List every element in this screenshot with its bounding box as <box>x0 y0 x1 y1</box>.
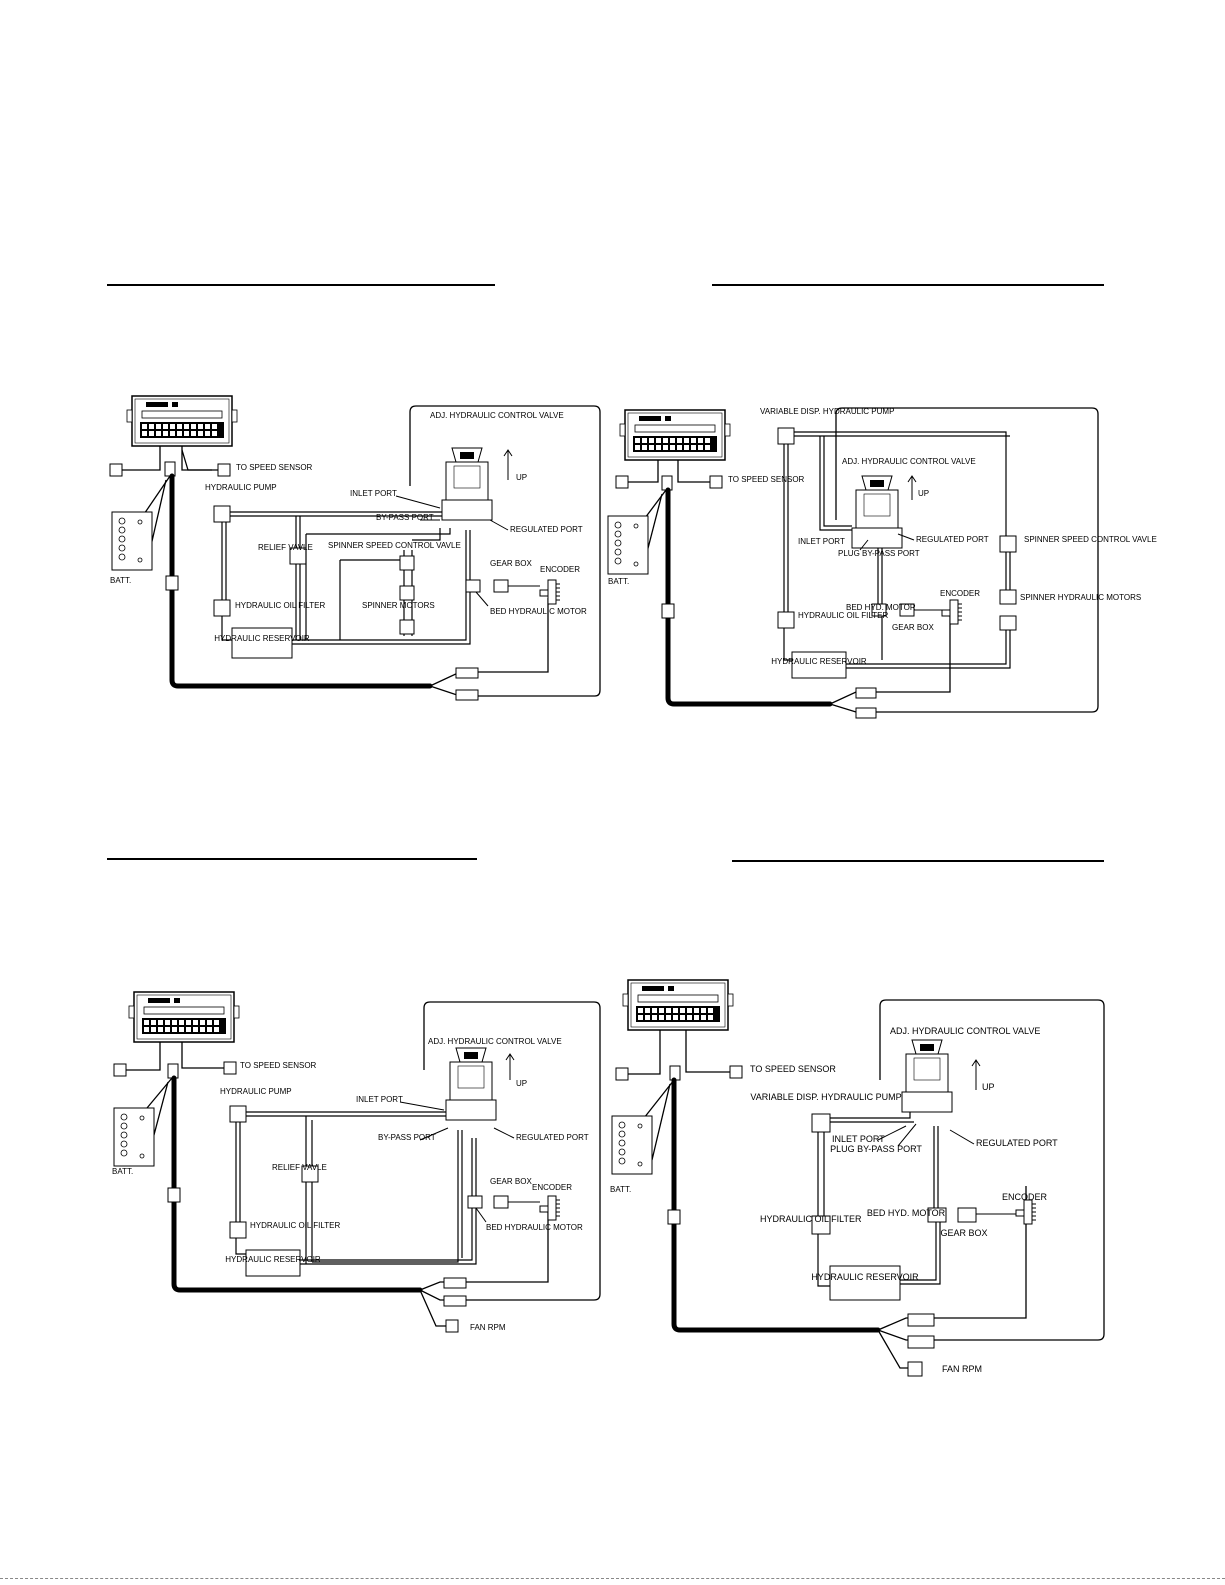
label-variable-pump: VARIABLE DISP. HYDRAULIC PUMP <box>760 407 894 416</box>
label-regulated-port: REGULATED PORT <box>510 525 583 534</box>
connector-icon <box>109 463 123 477</box>
adj-hydraulic-control-valve-icon <box>901 1039 953 1113</box>
label-bed-hydraulic-motor: BED HYDRAULIC MOTOR <box>490 607 587 616</box>
label-up: UP <box>516 473 527 482</box>
label-hydraulic-reservoir: HYDRAULIC RESERVOIR <box>225 1255 321 1264</box>
label-gear-box: GEAR BOX <box>940 1228 987 1238</box>
encoder-icon <box>1015 1199 1037 1225</box>
diagram-4: TO SPEED SENSOR BATT. FAN RPM VARIABLE D… <box>610 979 1105 1377</box>
label-adj-valve: ADJ. HYDRAULIC CONTROL VALVE <box>428 1037 562 1046</box>
label-encoder: ENCODER <box>940 589 980 598</box>
battery-icon <box>111 511 153 571</box>
adj-hydraulic-control-valve-icon <box>445 1047 497 1121</box>
label-bed-hyd-motor: BED HYD. MOTOR <box>846 603 916 612</box>
label-regulated-port: REGULATED PORT <box>916 535 989 544</box>
section-rule-bottom-right <box>732 860 1104 862</box>
battery-icon <box>113 1107 155 1167</box>
speed-sensor-connector-icon <box>217 463 231 477</box>
adj-hydraulic-control-valve-icon <box>851 475 903 549</box>
diagram-2: TO SPEED SENSOR BATT. VARIABLE DISP. HYD… <box>607 407 1157 719</box>
label-spinner-hydraulic-motors: SPINNER HYDRAULIC MOTORS <box>1020 593 1141 602</box>
label-up: UP <box>918 489 929 498</box>
section-rule-top-left <box>107 284 495 286</box>
battery-icon <box>607 515 649 575</box>
hydraulic-pump-icon <box>229 1105 247 1123</box>
label-inlet-port: INLET PORT <box>832 1134 885 1144</box>
variable-pump-icon <box>811 1113 831 1133</box>
control-console-icon <box>622 979 734 1031</box>
label-up: UP <box>982 1082 995 1092</box>
label-hydraulic-pump: HYDRAULIC PUMP <box>205 483 277 492</box>
adj-hydraulic-control-valve-icon <box>441 447 493 521</box>
battery-icon <box>611 1115 653 1175</box>
label-hydraulic-pump: HYDRAULIC PUMP <box>220 1087 292 1096</box>
label-batt: BATT. <box>110 576 131 585</box>
label-hydraulic-oil-filter: HYDRAULIC OIL FILTER <box>798 611 888 620</box>
variable-pump-icon <box>777 427 795 445</box>
label-inlet-port: INLET PORT <box>350 489 397 498</box>
hydraulic-reservoir-icon <box>231 627 293 659</box>
label-bed-hydraulic-motor: BED HYDRAULIC MOTOR <box>486 1223 583 1232</box>
label-to-speed-sensor: TO SPEED SENSOR <box>728 475 805 484</box>
section-rule-top-right <box>712 284 1104 286</box>
label-hydraulic-reservoir: HYDRAULIC RESERVOIR <box>811 1272 919 1282</box>
hydraulic-reservoir-icon <box>245 1249 301 1277</box>
label-spinner-speed-control-valve: SPINNER SPEED CONTROL VAVLE <box>328 541 461 550</box>
label-relief-valve: RELIEF VAVLE <box>258 543 313 552</box>
label-batt: BATT. <box>610 1185 631 1194</box>
label-hydraulic-reservoir: HYDRAULIC RESERVOIR <box>214 634 310 643</box>
section-rule-bottom-left <box>107 858 477 860</box>
hydraulic-reservoir-icon <box>829 1265 901 1301</box>
label-hydraulic-oil-filter: HYDRAULIC OIL FILTER <box>760 1214 862 1224</box>
label-bed-hyd-motor: BED HYD. MOTOR <box>867 1208 946 1218</box>
control-console-icon <box>619 409 731 461</box>
diagram-3: TO SPEED SENSOR BATT. FAN RPM HYDRAULIC … <box>112 991 601 1333</box>
label-plug-bypass-port: PLUG BY-PASS PORT <box>830 1144 922 1154</box>
label-gear-box: GEAR BOX <box>490 559 532 568</box>
label-bypass-port: BY-PASS PORT <box>378 1133 436 1142</box>
label-adj-valve: ADJ. HYDRAULIC CONTROL VALVE <box>430 411 564 420</box>
encoder-icon <box>539 579 561 605</box>
label-batt: BATT. <box>608 577 629 586</box>
hydraulic-reservoir-icon <box>791 651 847 679</box>
label-hydraulic-oil-filter: HYDRAULIC OIL FILTER <box>235 601 325 610</box>
label-to-speed-sensor: TO SPEED SENSOR <box>240 1061 317 1070</box>
label-hydraulic-oil-filter: HYDRAULIC OIL FILTER <box>250 1221 340 1230</box>
label-spinner-speed-control-valve: SPINNER SPEED CONTROL VAVLE <box>1024 535 1157 544</box>
label-adj-valve: ADJ. HYDRAULIC CONTROL VALVE <box>890 1026 1040 1036</box>
label-relief-valve: RELIEF VAVLE <box>272 1163 327 1172</box>
label-gear-box: GEAR BOX <box>892 623 934 632</box>
label-to-speed-sensor: TO SPEED SENSOR <box>236 463 313 472</box>
page-bottom-rule <box>0 1578 1225 1580</box>
label-to-speed-sensor: TO SPEED SENSOR <box>750 1064 836 1074</box>
label-encoder: ENCODER <box>1002 1192 1048 1202</box>
control-console-icon <box>126 395 238 447</box>
label-spinner-motors: SPINNER MOTORS <box>362 601 435 610</box>
label-regulated-port: REGULATED PORT <box>976 1138 1058 1148</box>
label-plug-bypass-port: PLUG BY-PASS PORT <box>838 549 920 558</box>
label-regulated-port: REGULATED PORT <box>516 1133 589 1142</box>
label-encoder: ENCODER <box>532 1183 572 1192</box>
hydraulic-pump-icon <box>213 505 231 523</box>
label-inlet-port: INLET PORT <box>798 537 845 546</box>
encoder-icon <box>941 599 963 625</box>
diagram-1: TO SPEED SENSOR BATT. HYDRAULIC PUMP REL… <box>109 395 601 701</box>
label-hydraulic-reservoir: HYDRAULIC RESERVOIR <box>771 657 867 666</box>
encoder-icon <box>539 1195 561 1221</box>
label-batt: BATT. <box>112 1167 133 1176</box>
control-console-icon <box>128 991 240 1043</box>
label-inlet-port: INLET PORT <box>356 1095 403 1104</box>
label-bypass-port: BY-PASS PORT <box>376 513 434 522</box>
label-fan-rpm: FAN RPM <box>470 1323 506 1332</box>
label-variable-pump: VARIABLE DISP. HYDRAULIC PUMP <box>750 1092 901 1102</box>
label-up: UP <box>516 1079 527 1088</box>
label-encoder: ENCODER <box>540 565 580 574</box>
label-adj-valve: ADJ. HYDRAULIC CONTROL VALVE <box>842 457 976 466</box>
label-gear-box: GEAR BOX <box>490 1177 532 1186</box>
label-fan-rpm: FAN RPM <box>942 1364 982 1374</box>
